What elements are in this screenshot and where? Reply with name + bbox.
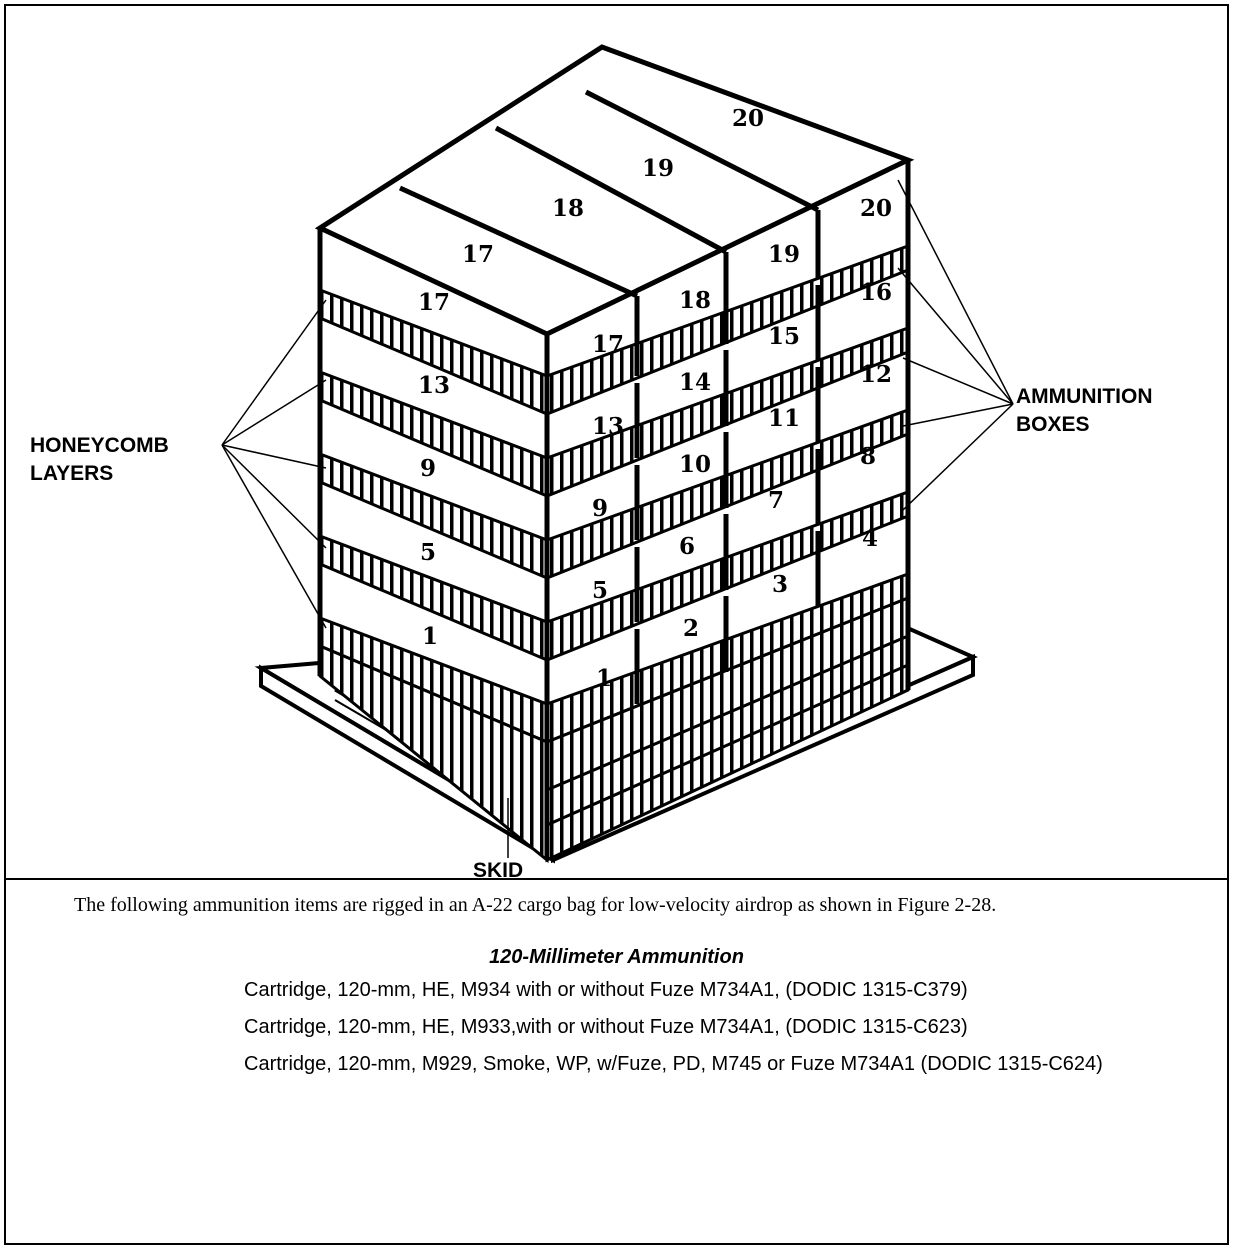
left-box-13: 13 [418, 372, 450, 399]
front-box-18: 18 [679, 287, 711, 314]
list-item: Cartridge, 120-mm, HE, M933,with or with… [244, 1016, 968, 1038]
front-box-10: 10 [679, 451, 711, 478]
front-box-7: 7 [768, 487, 784, 514]
honeycomb-leader-lines [221, 299, 327, 629]
ammunition-item-list: Cartridge, 120-mm, HE, M934 with or with… [244, 978, 1154, 1089]
list-item: Cartridge, 120-mm, M929, Smoke, WP, w/Fu… [244, 1053, 1103, 1075]
intro-paragraph: The following ammunition items are rigge… [74, 894, 997, 916]
front-box-11: 11 [768, 405, 800, 432]
list-item: Cartridge, 120-mm, HE, M934 with or with… [244, 979, 968, 1001]
honeycomb-label-line2: LAYERS [30, 462, 113, 485]
front-box-8: 8 [860, 443, 876, 470]
ammunition-leader-lines [897, 179, 1014, 511]
front-box-19: 19 [768, 241, 800, 268]
section-title: 120-Millimeter Ammunition [489, 946, 744, 968]
front-box-14: 14 [679, 369, 711, 396]
front-box-2: 2 [683, 615, 699, 642]
honeycomb-label-line1: HONEYCOMB [30, 434, 169, 457]
top-box-20: 20 [732, 105, 764, 132]
front-box-16: 16 [860, 279, 892, 306]
front-box-15: 15 [768, 323, 800, 350]
top-box-19: 19 [642, 155, 674, 182]
box-dividers [634, 210, 821, 704]
front-box-6: 6 [679, 533, 695, 560]
top-box-17: 17 [462, 241, 494, 268]
front-box-20: 20 [860, 195, 892, 222]
figure-frame [4, 4, 1229, 1245]
ammunition-label-line1: AMMUNITION [1016, 385, 1152, 408]
front-box-12: 12 [860, 361, 892, 388]
left-box-1: 1 [422, 623, 438, 650]
front-box-5: 5 [592, 577, 608, 604]
front-box-17: 17 [592, 331, 624, 358]
left-box-9: 9 [420, 455, 436, 482]
skid-label: SKID [473, 859, 523, 880]
front-box-13: 13 [592, 413, 624, 440]
frame-divider [4, 878, 1229, 880]
front-box-4: 4 [862, 525, 878, 552]
left-box-5: 5 [420, 539, 436, 566]
ammunition-label-line2: BOXES [1016, 413, 1090, 436]
top-box-18: 18 [552, 195, 584, 222]
left-box-17: 17 [418, 289, 450, 316]
front-box-1: 1 [596, 665, 612, 692]
front-box-3: 3 [772, 571, 788, 598]
front-box-9: 9 [592, 495, 608, 522]
ammunition-load-diagram: 17 18 19 20 17 13 9 5 1 17 18 19 20 13 1… [30, 44, 1152, 880]
